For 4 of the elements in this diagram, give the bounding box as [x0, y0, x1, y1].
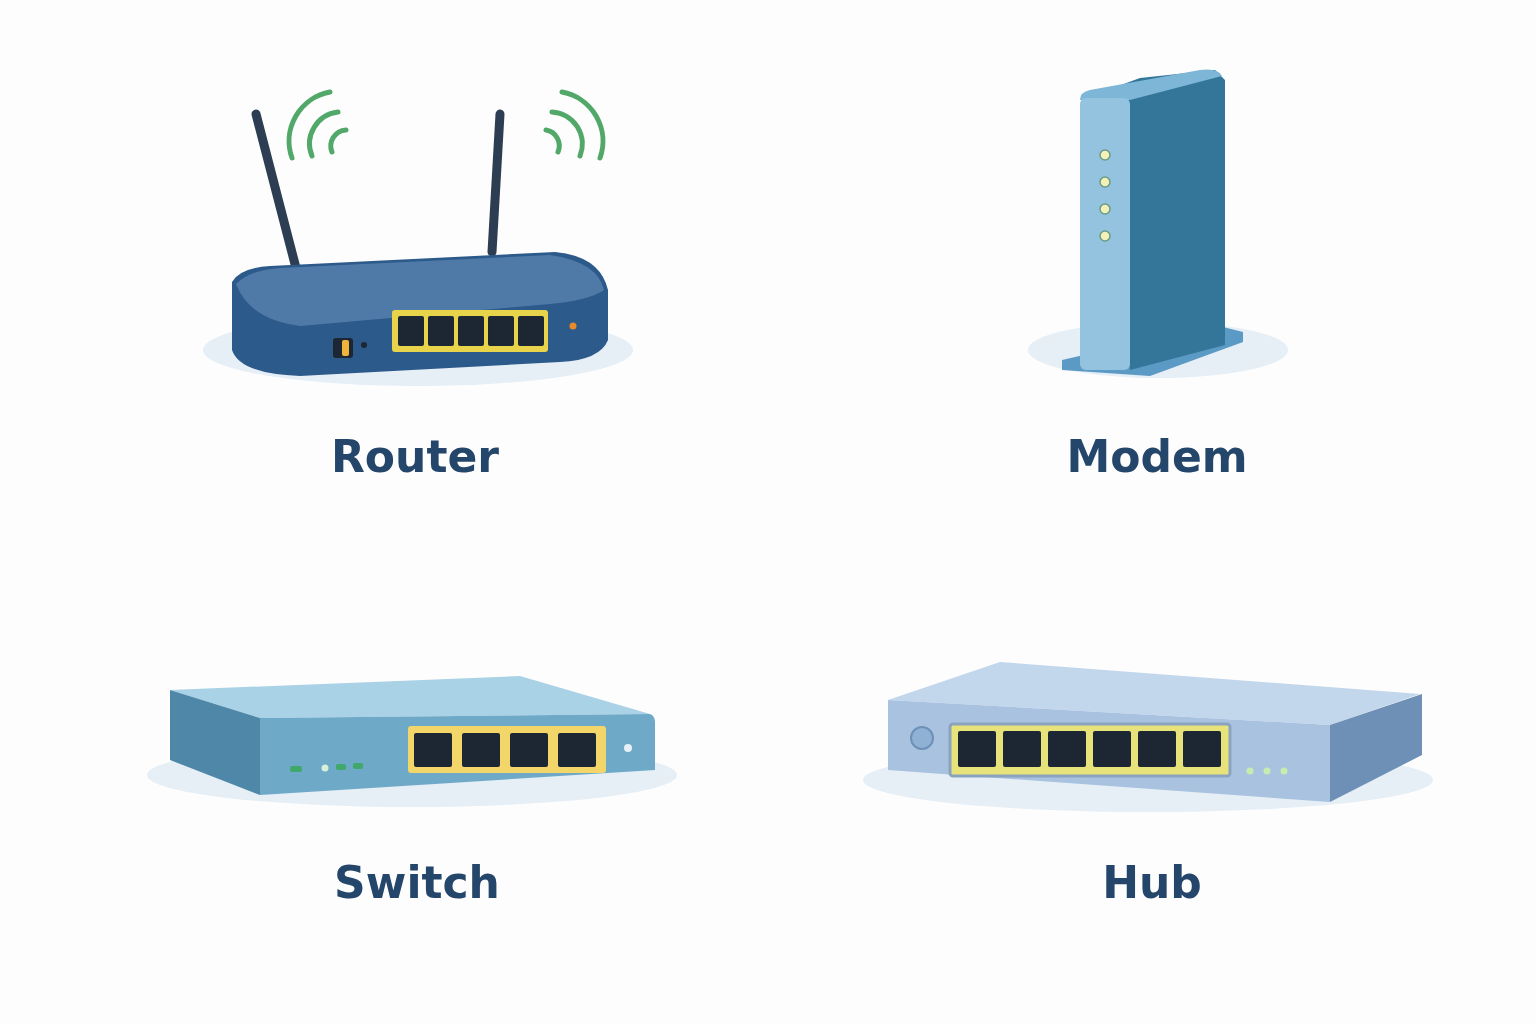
device-label: Hub [1102, 856, 1202, 908]
device-label: Router [331, 430, 499, 482]
device-label: Switch [334, 856, 500, 908]
device-label: Modem [1066, 430, 1248, 482]
